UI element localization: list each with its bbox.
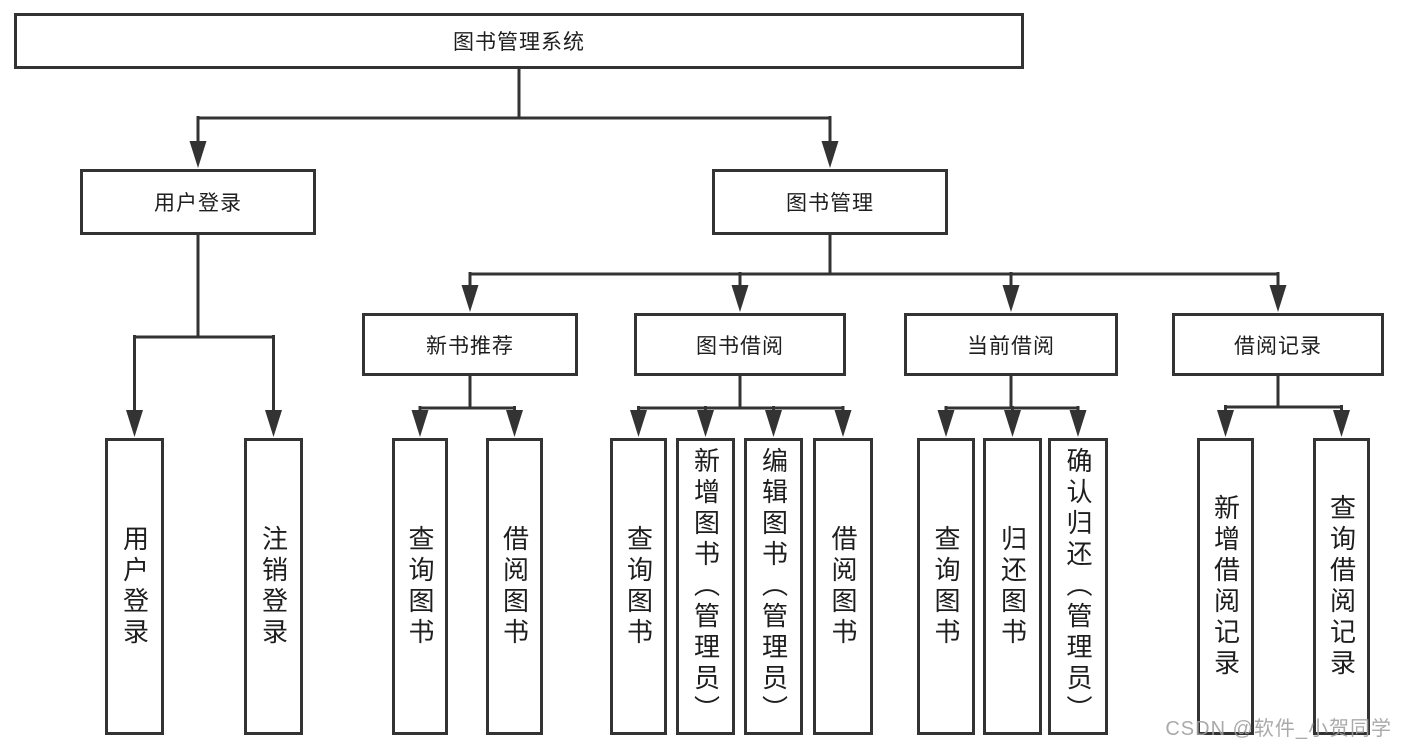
node-current-borrow: 当前借阅 (904, 313, 1118, 376)
node-root-label: 图书管理系统 (453, 31, 585, 54)
leaf-query-books-3-label: 查询图书 (931, 524, 961, 649)
node-new-book-recommend: 新书推荐 (362, 313, 578, 376)
leaf-return-books-label: 归还图书 (997, 524, 1028, 649)
leaf-query-borrow-record: 查询借阅记录 (1313, 438, 1370, 735)
leaf-query-books-1-label: 查询图书 (405, 524, 435, 649)
leaf-confirm-return-admin-label: 确认归还（管理员） (1063, 447, 1093, 726)
leaf-query-books-3: 查询图书 (917, 438, 975, 735)
leaf-query-books-2-label: 查询图书 (623, 524, 654, 649)
node-root: 图书管理系统 (14, 13, 1024, 69)
leaf-query-books-1: 查询图书 (392, 438, 448, 735)
node-borrow-records: 借阅记录 (1172, 313, 1384, 376)
leaf-borrow-books-2-label: 借阅图书 (828, 524, 858, 649)
leaf-edit-books-admin: 编辑图书（管理员） (744, 438, 803, 735)
leaf-confirm-return-admin: 确认归还（管理员） (1048, 438, 1108, 735)
leaf-query-borrow-record-label: 查询借阅记录 (1326, 493, 1357, 680)
node-new-book-recommend-label: 新书推荐 (426, 334, 514, 358)
node-book-borrow: 图书借阅 (634, 313, 846, 376)
node-book-management-label: 图书管理 (786, 192, 874, 215)
arrowheads (126, 141, 1350, 437)
node-user-login: 用户登录 (80, 169, 316, 235)
leaf-logout: 注销登录 (244, 438, 303, 735)
leaf-add-borrow-record-label: 新增借阅记录 (1210, 493, 1241, 680)
leaf-user-login-label: 用户登录 (119, 524, 150, 649)
leaf-add-borrow-record: 新增借阅记录 (1197, 438, 1254, 735)
leaf-borrow-books-1: 借阅图书 (486, 438, 543, 735)
node-borrow-records-label: 借阅记录 (1234, 334, 1322, 358)
leaf-query-books-2: 查询图书 (610, 438, 667, 735)
leaf-return-books: 归还图书 (983, 438, 1042, 735)
csdn-watermark: CSDN @软件_小贺同学 (1165, 718, 1392, 740)
leaf-logout-label: 注销登录 (258, 524, 289, 649)
leaf-edit-books-admin-label: 编辑图书（管理员） (758, 447, 789, 726)
node-current-borrow-label: 当前借阅 (967, 334, 1055, 358)
node-book-management: 图书管理 (712, 169, 948, 235)
leaf-borrow-books-2: 借阅图书 (813, 438, 873, 735)
leaf-add-books-admin-label: 新增图书（管理员） (690, 447, 721, 726)
node-user-login-label: 用户登录 (154, 192, 242, 215)
leaf-add-books-admin: 新增图书（管理员） (676, 438, 735, 735)
leaf-borrow-books-1-label: 借阅图书 (499, 524, 530, 649)
leaf-user-login: 用户登录 (105, 438, 164, 735)
node-book-borrow-label: 图书借阅 (696, 334, 784, 358)
